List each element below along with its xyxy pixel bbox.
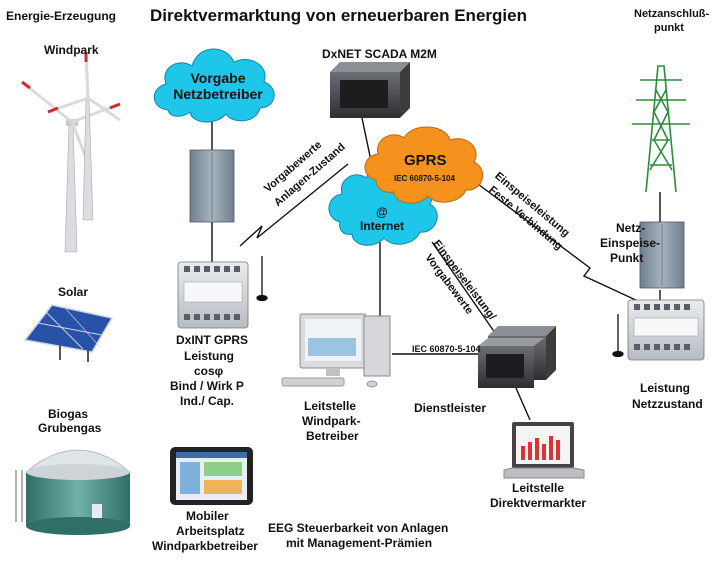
antenna-icon <box>256 256 624 358</box>
cloud-gprs-label: GPRS <box>404 152 447 169</box>
control-cabinet-right <box>639 221 685 289</box>
label-mobile-line3: Windparkbetreiber <box>152 539 258 553</box>
label-dxint-bind: Bind / Wirk P <box>170 379 244 393</box>
label-dxint: DxINT GPRS <box>176 333 249 347</box>
footer-line2: mit Management-Prämien <box>286 536 433 550</box>
cloud-gprs <box>364 126 484 204</box>
cloud-internet-at: @ <box>376 205 388 219</box>
laptop-icon <box>503 422 585 479</box>
label-einspeise-line1: Netz- <box>616 221 646 235</box>
label-leitstelle-line3: Betreiber <box>306 429 359 443</box>
label-direkt-line2: Direktvermarkter <box>490 496 587 510</box>
label-mobile-line1: Mobiler <box>186 509 229 523</box>
workstation-icon <box>281 313 391 388</box>
label-einspeise-line3: Punkt <box>610 251 644 265</box>
solar-panel-icon <box>23 304 114 362</box>
cloud-internet-label: Internet <box>360 219 405 233</box>
label-leitstelle-line1: Leitstelle <box>304 399 357 413</box>
footer-line1: EEG Steuerbarkeit von Anlagen <box>268 521 449 535</box>
dxint-module-right <box>627 299 705 361</box>
header-energie-erzeugung: Energie-Erzeugung <box>6 9 117 23</box>
dxint-module-left <box>177 261 249 329</box>
label-dxint-cosphi: cosφ <box>194 364 224 378</box>
label-windpark: Windpark <box>44 43 99 57</box>
cloud-vorgabe-line2: Netzbetreiber <box>173 86 263 102</box>
connection-lines <box>211 105 661 421</box>
cloud-vorgabe-netzbetreiber <box>153 48 275 123</box>
label-leitstelle-line2: Windpark- <box>302 414 361 428</box>
scada-server-icon <box>330 62 410 118</box>
label-scada: DxNET SCADA M2M <box>322 47 437 61</box>
tablet-icon <box>170 447 253 505</box>
cloud-vorgabe-line1: Vorgabe <box>190 70 246 86</box>
label-biogas: Biogas <box>48 407 89 421</box>
label-direkt-line1: Leitstelle <box>512 481 565 495</box>
biogas-tank-icon <box>15 449 132 535</box>
label-dxint-leistung: Leistung <box>184 349 234 363</box>
label-grubengas: Grubengas <box>38 421 102 435</box>
cloud-gprs-protocol: IEC 60870-5-104 <box>394 174 455 183</box>
label-dxint-ind: Ind./ Cap. <box>180 394 234 408</box>
wind-turbine-icon <box>21 51 121 253</box>
page-title: Direktvermarktung von erneuerbaren Energ… <box>150 6 527 25</box>
label-dienstleister: Dienstleister <box>414 401 487 415</box>
dienstleister-server-icon <box>478 326 556 388</box>
label-iec-link: IEC 60870-5-104 <box>412 344 481 354</box>
label-solar: Solar <box>58 285 89 299</box>
power-pylon-icon <box>632 65 690 193</box>
label-netzzustand: Netzzustand <box>632 397 703 411</box>
label-leistung-right: Leistung <box>640 381 690 395</box>
label-einspeise-line2: Einspeise- <box>600 236 661 250</box>
label-netzanschluss-line1: Netzanschluß- <box>634 8 710 20</box>
label-mobile-line2: Arbeitsplatz <box>176 524 245 538</box>
control-cabinet-left <box>189 149 235 223</box>
label-netzanschluss-line2: punkt <box>654 22 684 34</box>
